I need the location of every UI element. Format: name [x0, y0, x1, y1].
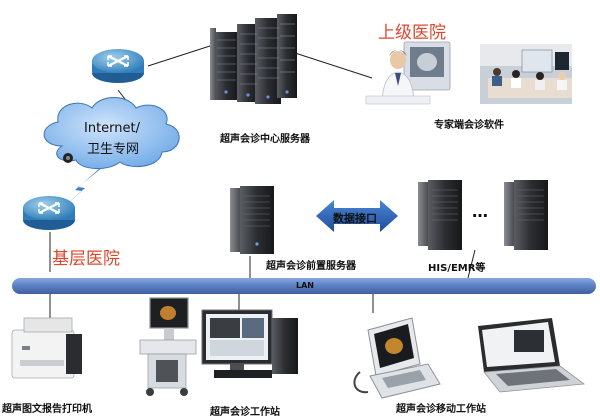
internet-cloud-icon — [43, 97, 180, 169]
his-server-tower-icon — [418, 180, 462, 250]
front-server-label: 超声会诊前置服务器 — [266, 261, 356, 272]
printer-label: 超声图文报告打印机 — [2, 404, 92, 415]
data-interface-label: 数据接口 — [333, 212, 377, 225]
connection-lines — [49, 44, 476, 318]
expert-doctor-icon — [365, 41, 451, 105]
ellipsis-label: … — [472, 202, 488, 221]
data-interface-arrow — [316, 200, 398, 232]
center-server-rack-icon — [210, 14, 297, 104]
ultrasound-cart-icon — [139, 297, 197, 396]
laptop-icon — [478, 318, 586, 393]
health-network-label: 卫生专网 — [87, 142, 140, 157]
internet-label: Internet/ — [84, 121, 140, 136]
his-emr-label: HIS/EMR等 — [428, 263, 486, 274]
center-server-label: 超声会诊中心服务器 — [220, 134, 310, 145]
grassroots-hospital-label: 基层医院 — [52, 249, 120, 269]
wan-lightning-link — [60, 167, 103, 210]
workstation-label: 超声会诊工作站 — [210, 407, 280, 418]
portable-ultrasound-icon — [353, 317, 441, 399]
upper-hospital-label: 上级医院 — [378, 23, 446, 43]
meeting-room-photo — [480, 44, 572, 104]
front-server-tower-icon — [230, 186, 274, 254]
desktop-workstation-icon — [201, 309, 298, 378]
lan-label: LAN — [296, 281, 314, 290]
printer-icon — [11, 317, 82, 379]
mobile-workstation-label: 超声会诊移动工作站 — [396, 404, 486, 415]
expert-software-label: 专家端会诊软件 — [434, 120, 504, 131]
lan-bar — [12, 278, 596, 294]
emr-server-tower-icon — [504, 180, 548, 250]
lower-router-icon — [23, 196, 75, 230]
upper-router-icon — [92, 49, 144, 83]
